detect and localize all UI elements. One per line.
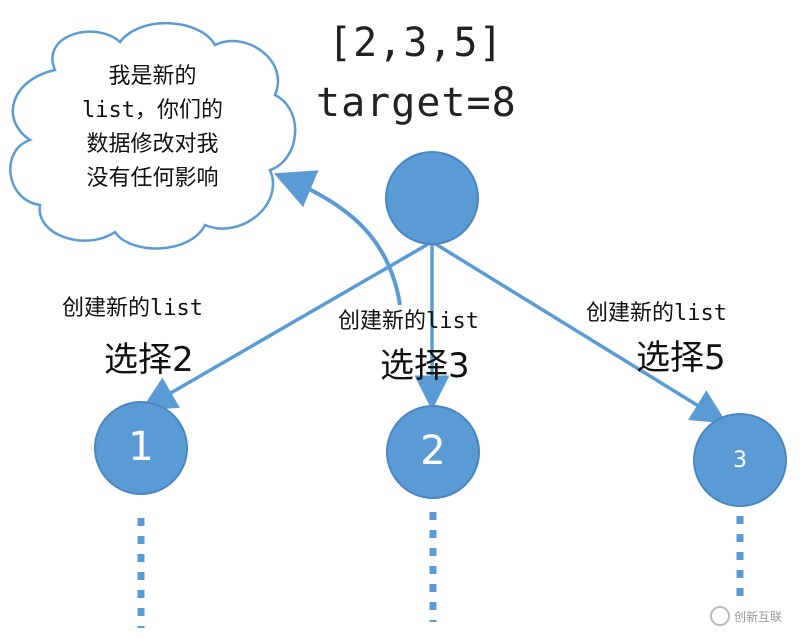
edge-label-3-mono: list [674, 301, 727, 326]
root-node [385, 151, 479, 245]
child-node-2 [386, 405, 480, 499]
edge-to-node-3 [433, 241, 727, 424]
choice-label-1-num: 2 [172, 340, 194, 380]
edge-label-3: 创建新的list [586, 295, 727, 327]
edge-label-3-text: 创建新的 [586, 301, 675, 326]
child-node-3 [693, 413, 787, 507]
thought-cloud [9, 22, 297, 250]
watermark-logo-icon [710, 606, 730, 626]
child-node-2-label: 2 [420, 428, 446, 474]
cloud-line-2-text: ，你们的 [134, 98, 223, 123]
child-node-3-label: 3 [733, 448, 747, 473]
cloud-line-1: 我是新的 [45, 60, 260, 94]
cloud-line-2-mono: list [82, 98, 135, 123]
edge-label-1-text: 创建新的 [62, 296, 151, 321]
target-title: target=8 [316, 80, 517, 126]
cloud-line-2: list，你们的 [45, 94, 260, 128]
child-node-1-label: 1 [128, 424, 154, 470]
watermark-text: 创新互联 [734, 610, 783, 624]
edge-label-1-mono: list [150, 296, 203, 321]
choice-label-1-text: 选择 [104, 340, 172, 380]
cloud-line-1-text: 我是新的 [108, 64, 197, 89]
edge-to-node-1 [140, 241, 431, 411]
choice-label-3-text: 选择 [636, 338, 704, 378]
cloud-text: 我是新的 list，你们的 数据修改对我 没有任何影响 [45, 60, 260, 196]
edge-label-2-text: 创建新的 [338, 309, 427, 334]
choice-label-1: 选择2 [104, 332, 194, 381]
choice-label-2-num: 3 [448, 346, 470, 386]
choice-label-2: 选择3 [380, 338, 470, 387]
edge-label-2-mono: list [426, 309, 479, 334]
edge-label-2: 创建新的list [338, 303, 479, 335]
edge-label-1: 创建新的list [62, 290, 203, 322]
choice-label-2-text: 选择 [380, 346, 448, 386]
choice-label-3-num: 5 [704, 338, 726, 378]
cloud-line-3: 数据修改对我 [45, 128, 260, 162]
array-title: [2,3,5] [328, 20, 504, 66]
curved-arrow-to-cloud [273, 170, 402, 306]
choice-label-3: 选择5 [636, 330, 726, 379]
child-node-1 [94, 401, 188, 495]
cloud-line-3-text: 数据修改对我 [86, 132, 219, 157]
cloud-line-4: 没有任何影响 [45, 162, 260, 196]
cloud-line-4-text: 没有任何影响 [86, 166, 219, 191]
